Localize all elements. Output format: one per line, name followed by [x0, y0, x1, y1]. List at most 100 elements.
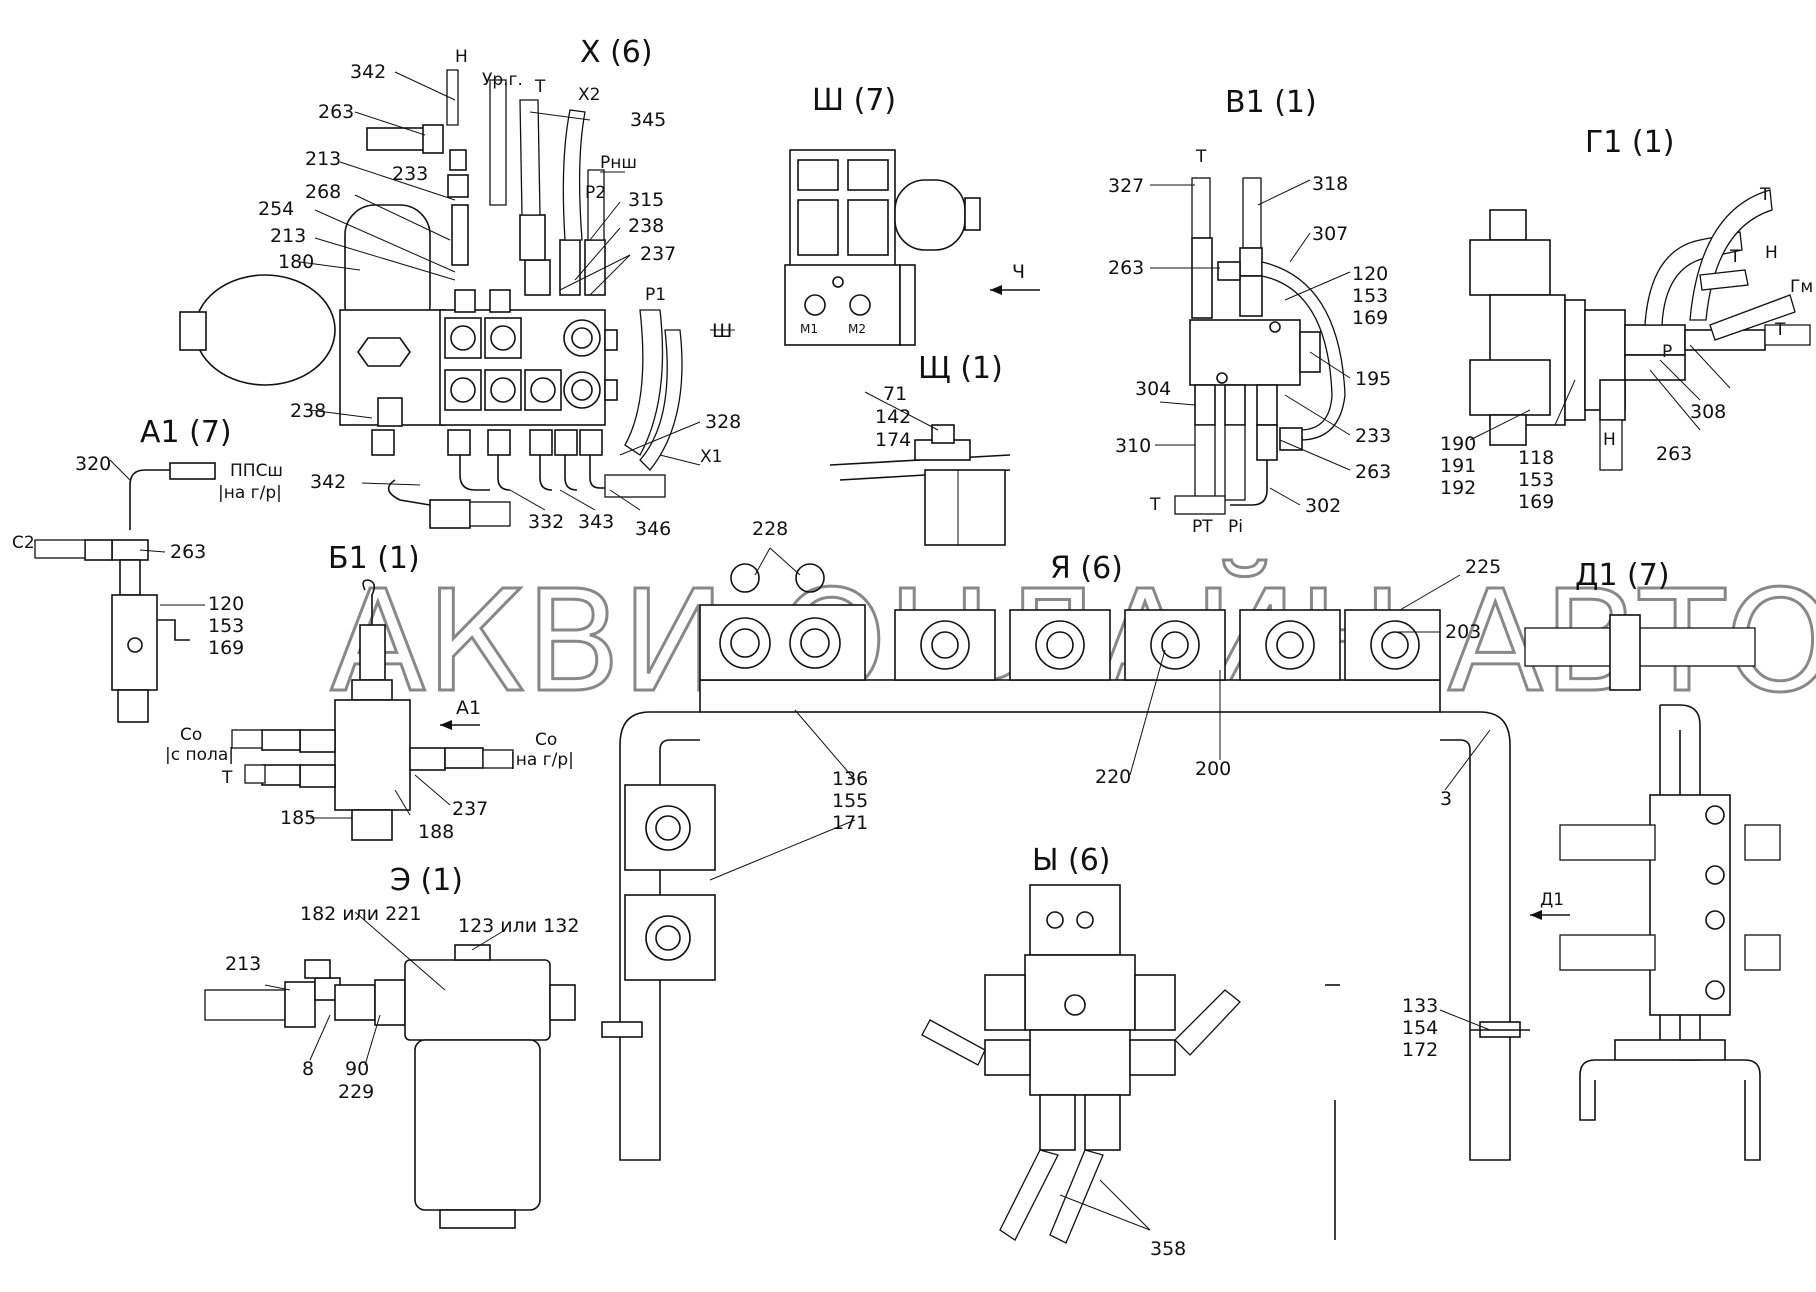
v1-c120: 120 — [1352, 263, 1388, 285]
g1-t2: Т — [1729, 247, 1741, 267]
x6-c315: 315 — [628, 189, 664, 211]
ya-c171: 171 — [832, 812, 868, 834]
v1-c318: 318 — [1312, 173, 1348, 195]
v1-c233: 233 — [1355, 425, 1391, 447]
e-c213: 213 — [225, 953, 261, 975]
v1-c327: 327 — [1108, 175, 1144, 197]
view-d1-title: Д1 (7) — [1575, 558, 1670, 593]
v1-c304: 304 — [1135, 378, 1171, 400]
top-hoses — [446, 69, 605, 241]
b1-block — [334, 699, 411, 811]
view-x6: Х (6) — [179, 35, 741, 540]
ya-clamp-row — [894, 609, 1441, 681]
a1-block — [111, 594, 158, 691]
x6-x1: Х1 — [700, 447, 722, 467]
g1-c263: 263 — [1656, 443, 1692, 465]
e-filter-bowl — [414, 1039, 541, 1211]
view-ya6-title: Я (6) — [1050, 551, 1123, 586]
b1-s-pola: |с пола| — [165, 745, 234, 765]
view-ya6: Я (6) — [601, 518, 1570, 1240]
view-x6-title: Х (6) — [580, 35, 653, 70]
ya-c136: 136 — [832, 768, 868, 790]
ya-leaders — [709, 547, 1570, 1031]
ya-d1-arrow: Д1 — [1540, 890, 1564, 910]
view-y6-title: Ы (6) — [1032, 843, 1111, 878]
v1-leaders — [1150, 179, 1351, 506]
x6-c254: 254 — [258, 198, 294, 220]
v1-c169: 169 — [1352, 307, 1388, 329]
g1-c308: 308 — [1690, 401, 1726, 423]
b1-c185: 185 — [280, 807, 316, 829]
v1-c302: 302 — [1305, 495, 1341, 517]
shch-c174: 174 — [875, 429, 911, 451]
y-top-adapter — [1029, 884, 1121, 956]
ya-c133: 133 — [1402, 995, 1438, 1017]
view-b1-title: Б1 (1) — [328, 541, 420, 576]
v1-c307: 307 — [1312, 223, 1348, 245]
ya-main-bar — [699, 679, 1441, 713]
g1-gm: Гм — [1790, 277, 1813, 297]
view-d1: Д1 (7) — [1524, 558, 1781, 1161]
e-c90: 90 — [345, 1058, 369, 1080]
sh-m1: М1 — [800, 322, 818, 336]
x6-c345: 345 — [630, 109, 666, 131]
g1-c191: 191 — [1440, 455, 1476, 477]
ya-c200: 200 — [1195, 758, 1231, 780]
g1-solenoid-top — [1489, 209, 1527, 241]
a1-c2: С2 — [12, 533, 35, 553]
x6-leaders — [299, 71, 735, 511]
sh-m2: М2 — [848, 322, 866, 336]
b1-co2: Со — [535, 730, 557, 750]
view-g1: Г1 (1) Т Т Н Гм Т Р 308 Н 263 — [1440, 125, 1813, 513]
ch-arrow-head — [990, 285, 1002, 295]
g1-c118: 118 — [1518, 447, 1554, 469]
x6-c233: 233 — [392, 163, 428, 185]
b1-c188: 188 — [418, 821, 454, 843]
b1-a1-arrow: А1 — [456, 697, 481, 719]
x6-n: Н — [455, 47, 468, 67]
a1-na-gr: |на г/р| — [218, 483, 282, 503]
v1-c153: 153 — [1352, 285, 1388, 307]
ya-c203: 203 — [1445, 621, 1481, 643]
right-hoses — [624, 309, 683, 471]
x6-rnsh: Рнш — [600, 153, 637, 173]
g1-p: Р — [1662, 342, 1672, 362]
a1-c153: 153 — [208, 615, 244, 637]
ya-side-clamp-2 — [624, 894, 716, 981]
g1-t1: Т — [1759, 185, 1771, 205]
e-filter-head — [404, 959, 551, 1041]
view-sh7-title: Ш (7) — [812, 83, 896, 118]
ya-c172: 172 — [1402, 1039, 1438, 1061]
v1-block — [1189, 319, 1301, 386]
view-shch1-title: Щ (1) — [918, 351, 1003, 386]
view-shch1: Щ (1) 71 142 174 — [829, 351, 1011, 546]
x6-sh-arrow: Ш — [712, 320, 732, 342]
g1-c153: 153 — [1518, 469, 1554, 491]
x6-c263: 263 — [318, 101, 354, 123]
a1-c120: 120 — [208, 593, 244, 615]
view-y6: Ы (6) 358 — [921, 843, 1241, 1260]
view-e1-title: Э (1) — [390, 863, 463, 898]
a1-c320: 320 — [75, 453, 111, 475]
x6-p1: Р1 — [645, 285, 666, 305]
g1-t3: Т — [1774, 320, 1786, 340]
x6-c238a: 238 — [290, 400, 326, 422]
y-valve-body — [1024, 954, 1136, 1031]
accumulator-cap — [179, 311, 207, 351]
e-c182: 182 или 221 — [300, 903, 421, 925]
v1-c263b: 263 — [1355, 461, 1391, 483]
ya-c155: 155 — [832, 790, 868, 812]
v1-c195: 195 — [1355, 368, 1391, 390]
view-sh7: Ш (7) М1 М2 Ч — [784, 83, 1040, 346]
view-b1: Б1 (1) Со |с пола| Т А1 Со |на г/р| 185 … — [165, 541, 574, 843]
a1-c169: 169 — [208, 637, 244, 659]
shch-c142: 142 — [875, 406, 911, 428]
view-v1: В1 (1) Т 3 — [1108, 85, 1391, 537]
view-e1: Э (1) 182 или 221 123 или 132 213 8 90 2… — [204, 863, 579, 1229]
x6-c346: 346 — [635, 518, 671, 540]
g1-c192: 192 — [1440, 477, 1476, 499]
a1-ppsh: ППСш — [230, 461, 283, 481]
sh-mount-plate — [784, 264, 901, 346]
x6-c342b: 342 — [310, 471, 346, 493]
